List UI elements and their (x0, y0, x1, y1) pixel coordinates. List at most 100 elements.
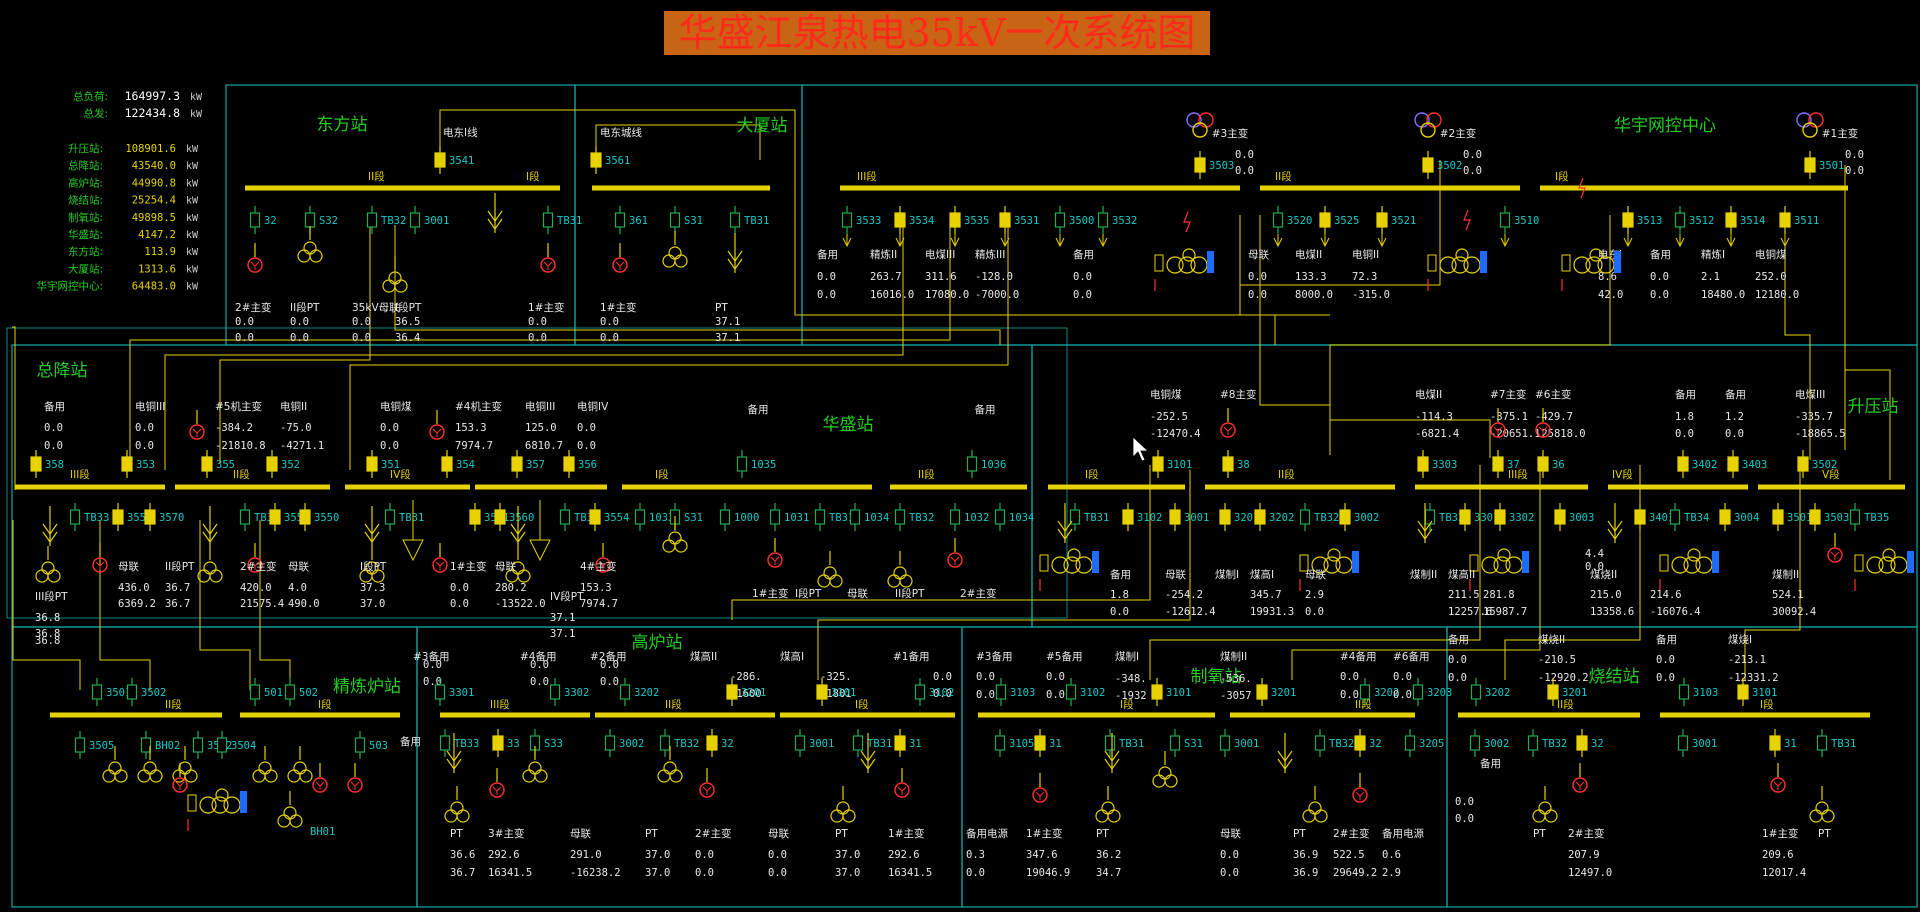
feeder-switch[interactable] (995, 678, 1007, 706)
bus-switch[interactable] (1849, 503, 1861, 531)
bus-switch[interactable] (852, 729, 864, 757)
feeder-switch[interactable] (140, 731, 152, 759)
feeder-switch[interactable] (1470, 678, 1482, 706)
bus-switch[interactable] (1169, 729, 1181, 757)
bus-switch[interactable] (1169, 503, 1181, 531)
bus-switch[interactable] (1354, 729, 1366, 757)
bus-switch[interactable] (1219, 729, 1231, 757)
feeder-switch[interactable] (366, 450, 378, 478)
bus-switch[interactable] (492, 729, 504, 757)
bus-switch[interactable] (1527, 729, 1539, 757)
feeder-switch[interactable] (894, 206, 906, 234)
feeder-switch[interactable] (1256, 678, 1268, 706)
bus-switch[interactable] (769, 503, 781, 531)
feeder-switch[interactable] (409, 206, 421, 234)
bus-switch[interactable] (1576, 729, 1588, 757)
feeder-switch[interactable] (434, 678, 446, 706)
bus-switch[interactable] (706, 729, 718, 757)
incoming-switch[interactable] (126, 678, 138, 706)
bus-switch[interactable] (814, 503, 826, 531)
line-switch[interactable] (590, 146, 602, 174)
feeder-switch[interactable] (1151, 678, 1163, 706)
feeder-switch[interactable] (1797, 450, 1809, 478)
bus-switch[interactable] (849, 503, 861, 531)
feeder-switch[interactable] (354, 731, 366, 759)
feeder-switch[interactable] (121, 450, 133, 478)
bus-switch[interactable] (894, 503, 906, 531)
spare-switch[interactable] (966, 450, 978, 478)
bus-switch[interactable] (994, 503, 1006, 531)
bus-switch[interactable] (1219, 503, 1231, 531)
feeder-switch[interactable] (669, 206, 681, 234)
feeder-switch[interactable] (1779, 206, 1791, 234)
feeder-switch[interactable] (441, 450, 453, 478)
feeder-switch[interactable] (563, 450, 575, 478)
feeder-switch[interactable] (1152, 450, 1164, 478)
feeder-switch[interactable] (999, 206, 1011, 234)
feeder-switch[interactable] (1319, 206, 1331, 234)
bus-switch[interactable] (1254, 503, 1266, 531)
feeder-switch[interactable] (549, 678, 561, 706)
feeder-switch[interactable] (841, 206, 853, 234)
bus-switch[interactable] (112, 503, 124, 531)
bus-switch[interactable] (1459, 503, 1471, 531)
feeder-switch[interactable] (619, 678, 631, 706)
line-switch[interactable] (434, 146, 446, 174)
feeder-switch[interactable] (614, 206, 626, 234)
bus-switch[interactable] (1469, 729, 1481, 757)
feeder-switch[interactable] (74, 731, 86, 759)
bus-switch[interactable] (1677, 729, 1689, 757)
feeder-switch[interactable] (949, 206, 961, 234)
feeder-switch[interactable] (1537, 450, 1549, 478)
bus-switch[interactable] (69, 503, 81, 531)
bus-switch[interactable] (1816, 729, 1828, 757)
feeder-switch[interactable] (542, 206, 554, 234)
bus-switch[interactable] (604, 729, 616, 757)
feeder-switch[interactable] (1499, 206, 1511, 234)
bus-switch[interactable] (659, 729, 671, 757)
feeder-switch[interactable] (1492, 450, 1504, 478)
bus-switch[interactable] (299, 503, 311, 531)
feeder-switch[interactable] (1737, 678, 1749, 706)
bus-switch[interactable] (1069, 503, 1081, 531)
bus-switch[interactable] (269, 503, 281, 531)
feeder-switch[interactable] (1417, 450, 1429, 478)
bus-switch[interactable] (559, 503, 571, 531)
bus-switch[interactable] (1809, 503, 1821, 531)
bus-switch[interactable] (1034, 729, 1046, 757)
feeder-switch[interactable] (511, 450, 523, 478)
bus-switch[interactable] (1404, 729, 1416, 757)
bus-switch[interactable] (144, 503, 156, 531)
feeder-switch[interactable] (192, 731, 204, 759)
bus-switch[interactable] (1122, 503, 1134, 531)
bus-switch[interactable] (1772, 503, 1784, 531)
bus-switch[interactable] (494, 503, 506, 531)
feeder-switch[interactable] (1622, 206, 1634, 234)
feeder-switch[interactable] (1376, 206, 1388, 234)
bus-switch[interactable] (1634, 503, 1646, 531)
feeder-switch[interactable] (1065, 678, 1077, 706)
bus-switch[interactable] (634, 503, 646, 531)
bus-switch[interactable] (1669, 503, 1681, 531)
bus-switch[interactable] (949, 503, 961, 531)
feeder-switch[interactable] (366, 206, 378, 234)
bus-switch[interactable] (1769, 729, 1781, 757)
feeder-switch[interactable] (1097, 206, 1109, 234)
feeder-switch[interactable] (729, 206, 741, 234)
feeder-switch[interactable] (1054, 206, 1066, 234)
bus-switch[interactable] (1554, 503, 1566, 531)
incoming-switch[interactable] (91, 678, 103, 706)
bus-switch[interactable] (384, 503, 396, 531)
bus-switch[interactable] (1104, 729, 1116, 757)
bus-switch[interactable] (1314, 729, 1326, 757)
feeder-switch[interactable] (249, 206, 261, 234)
feeder-switch[interactable] (1677, 450, 1689, 478)
transformer-switch[interactable] (1194, 151, 1206, 179)
bus-switch[interactable] (1719, 503, 1731, 531)
bus-switch[interactable] (589, 503, 601, 531)
bus-switch[interactable] (1339, 503, 1351, 531)
incoming-switch[interactable] (249, 678, 261, 706)
bus-switch[interactable] (1494, 503, 1506, 531)
feeder-switch[interactable] (216, 731, 228, 759)
feeder-switch[interactable] (1412, 678, 1424, 706)
